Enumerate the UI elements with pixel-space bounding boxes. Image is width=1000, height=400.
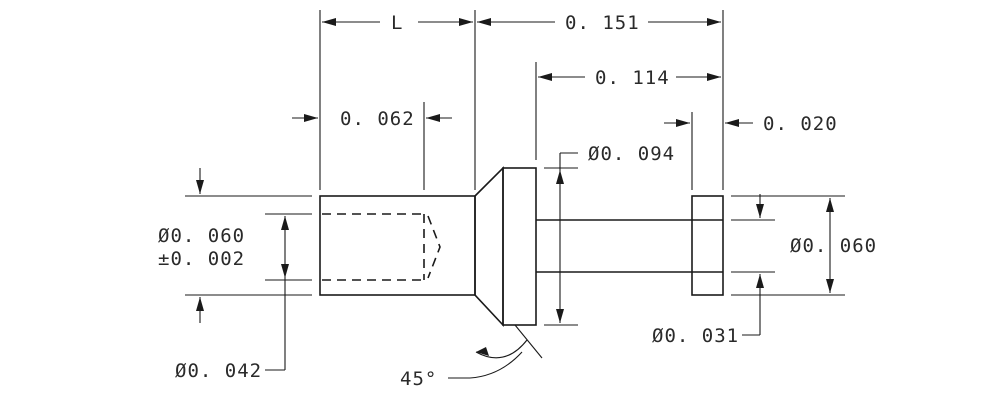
bore-depth-label: 0. 062 — [340, 108, 415, 130]
dimension-labels: L 0. 151 0. 114 0. 062 0. 020 Ø0. 094 Ø0… — [158, 12, 877, 390]
body-diameter-label: Ø0. 060 — [158, 225, 245, 247]
flange — [502, 167, 537, 326]
dimension-lines — [196, 18, 834, 379]
pin-length-label: 0. 114 — [595, 67, 670, 89]
hidden-bore — [322, 213, 441, 281]
tip — [691, 195, 724, 296]
chamfer — [474, 166, 504, 328]
tip-diameter-label: Ø0. 060 — [790, 235, 877, 257]
chamfer-angle-label: 45° — [400, 368, 437, 390]
flange-diameter-label: Ø0. 094 — [588, 143, 675, 165]
extension-lines — [185, 10, 845, 326]
part-outline — [319, 166, 724, 328]
body-tolerance-label: ±0. 002 — [158, 248, 245, 270]
pin-diameter-label: Ø0. 031 — [652, 325, 739, 347]
length-label: L — [391, 12, 403, 34]
bore-diameter-label: Ø0. 042 — [175, 360, 262, 382]
tip-width-label: 0. 020 — [763, 113, 838, 135]
overall-length-label: 0. 151 — [565, 12, 640, 34]
